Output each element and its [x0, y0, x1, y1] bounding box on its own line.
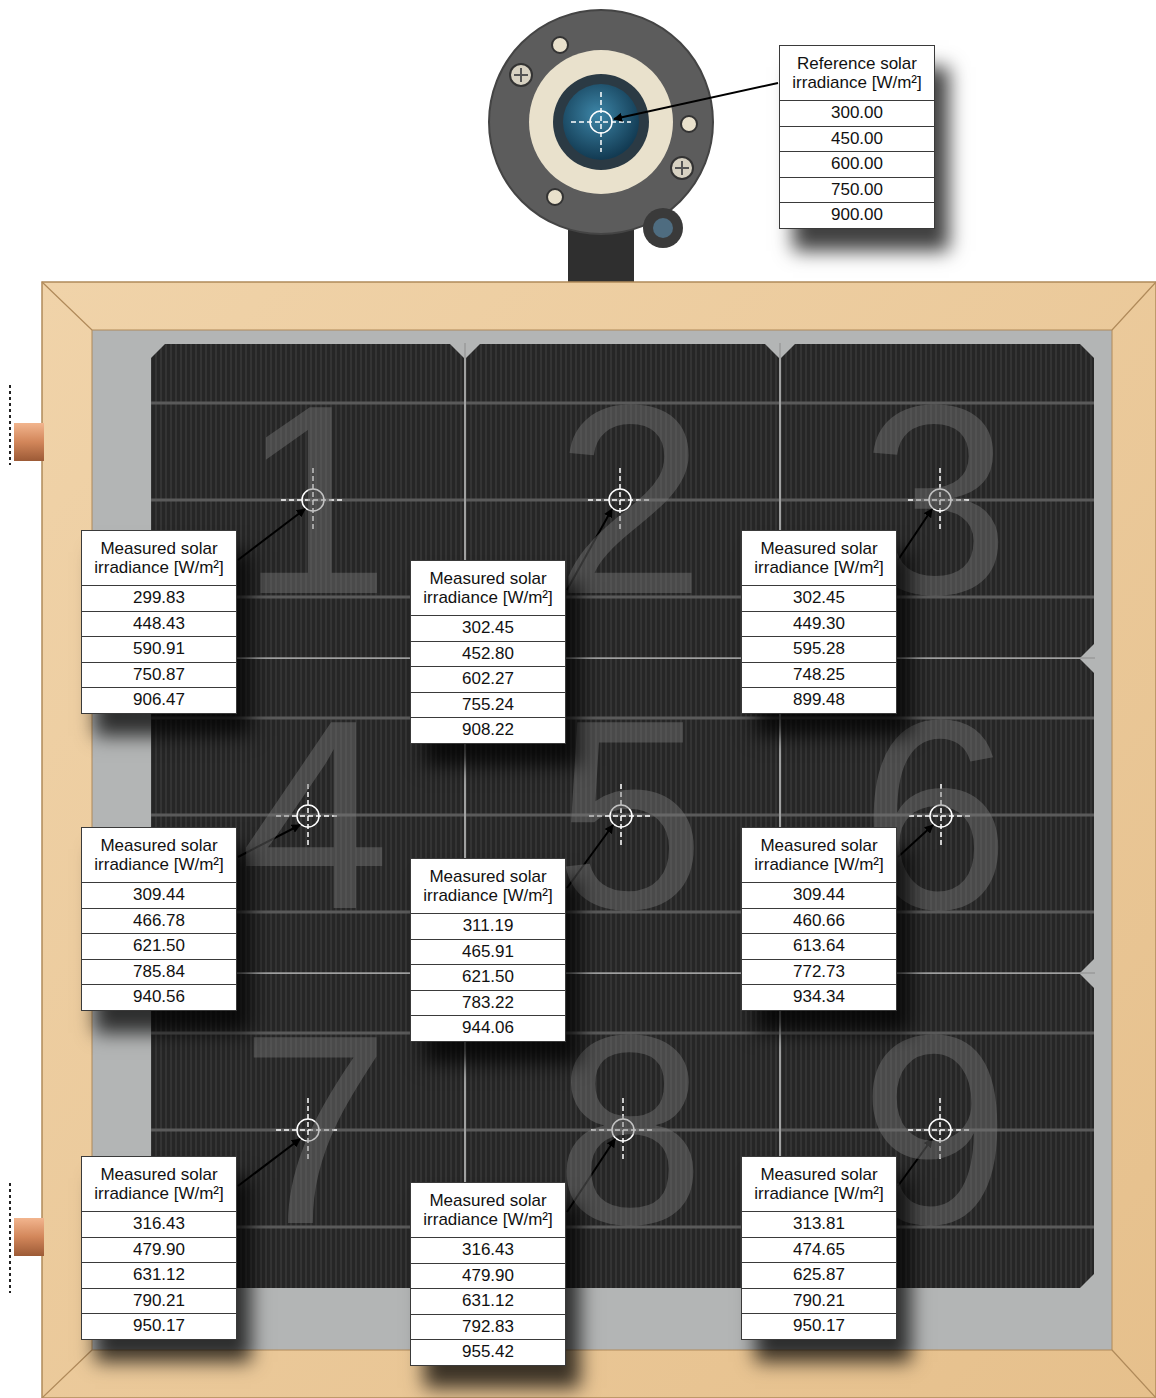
table-cell: 621.50 [411, 964, 565, 990]
table-cell: 595.28 [742, 636, 896, 662]
table-cell: 450.00 [780, 126, 934, 152]
table-heading: Measured solar irradiance [W/m²] [742, 828, 896, 882]
pipe [10, 385, 44, 1293]
table-cell: 955.42 [411, 1339, 565, 1365]
table-cell: 785.84 [82, 959, 236, 985]
table-cell: 309.44 [82, 882, 236, 908]
table-cell: 466.78 [82, 908, 236, 934]
solar-cells [150, 343, 1095, 1290]
table-cell: 631.12 [82, 1262, 236, 1288]
table-cell: 460.66 [742, 908, 896, 934]
table-cell: 313.81 [742, 1211, 896, 1237]
table-cell: 602.27 [411, 666, 565, 692]
table-cell: 448.43 [82, 611, 236, 637]
table-heading: Measured solar irradiance [W/m²] [742, 531, 896, 585]
table-heading: Measured solar irradiance [W/m²] [82, 1157, 236, 1211]
table-cell: 465.91 [411, 939, 565, 965]
table-cell: 311.19 [411, 913, 565, 939]
table-cell: 772.73 [742, 959, 896, 985]
table-cell: 449.30 [742, 611, 896, 637]
table-cell: 452.80 [411, 641, 565, 667]
table-cell: 899.48 [742, 687, 896, 713]
table-cell: 631.12 [411, 1288, 565, 1314]
cell-gap [150, 343, 1095, 1290]
table-cell: 590.91 [82, 636, 236, 662]
table-cell: 790.21 [742, 1288, 896, 1314]
table-heading: Measured solar irradiance [W/m²] [82, 828, 236, 882]
measurement-table: Measured solar irradiance [W/m²]302.4545… [410, 560, 566, 744]
measurement-table: Measured solar irradiance [W/m²]311.1946… [410, 858, 566, 1042]
table-cell: 300.00 [780, 100, 934, 126]
table-cell: 792.83 [411, 1314, 565, 1340]
leader-arrow [614, 83, 778, 119]
table-cell: 302.45 [411, 615, 565, 641]
panel-frame [42, 282, 1156, 1398]
table-cell: 621.50 [82, 933, 236, 959]
table-cell: 316.43 [411, 1237, 565, 1263]
table-cell: 950.17 [82, 1313, 236, 1339]
table-cell: 750.00 [780, 177, 934, 203]
table-cell: 600.00 [780, 151, 934, 177]
table-cell: 748.25 [742, 662, 896, 688]
table-cell: 479.90 [82, 1237, 236, 1263]
table-cell: 950.17 [742, 1313, 896, 1339]
measurement-table: Measured solar irradiance [W/m²]309.4446… [81, 827, 237, 1011]
pyranometer [489, 10, 713, 284]
table-cell: 940.56 [82, 984, 236, 1010]
reference-table: Reference solar irradiance [W/m²]300.004… [779, 45, 935, 229]
table-cell: 302.45 [742, 585, 896, 611]
measurement-table: Measured solar irradiance [W/m²]316.4347… [81, 1156, 237, 1340]
table-cell: 309.44 [742, 882, 896, 908]
table-cell: 944.06 [411, 1015, 565, 1041]
table-cell: 908.22 [411, 717, 565, 743]
table-cell: 479.90 [411, 1263, 565, 1289]
table-cell: 750.87 [82, 662, 236, 688]
table-heading: Measured solar irradiance [W/m²] [411, 859, 565, 913]
table-cell: 474.65 [742, 1237, 896, 1263]
table-heading: Measured solar irradiance [W/m²] [82, 531, 236, 585]
table-cell: 790.21 [82, 1288, 236, 1314]
table-cell: 299.83 [82, 585, 236, 611]
table-heading: Measured solar irradiance [W/m²] [742, 1157, 896, 1211]
table-cell: 783.22 [411, 990, 565, 1016]
measurement-table: Measured solar irradiance [W/m²]316.4347… [410, 1182, 566, 1366]
measurement-table: Measured solar irradiance [W/m²]302.4544… [741, 530, 897, 714]
table-cell: 900.00 [780, 202, 934, 228]
table-cell: 934.34 [742, 984, 896, 1010]
table-cell: 906.47 [82, 687, 236, 713]
table-cell: 613.64 [742, 933, 896, 959]
table-heading: Reference solar irradiance [W/m²] [780, 46, 934, 100]
table-cell: 755.24 [411, 692, 565, 718]
table-cell: 625.87 [742, 1262, 896, 1288]
table-heading: Measured solar irradiance [W/m²] [411, 1183, 565, 1237]
measurement-table: Measured solar irradiance [W/m²]309.4446… [741, 827, 897, 1011]
table-cell: 316.43 [82, 1211, 236, 1237]
measurement-table: Measured solar irradiance [W/m²]299.8344… [81, 530, 237, 714]
table-heading: Measured solar irradiance [W/m²] [411, 561, 565, 615]
measurement-table: Measured solar irradiance [W/m²]313.8147… [741, 1156, 897, 1340]
